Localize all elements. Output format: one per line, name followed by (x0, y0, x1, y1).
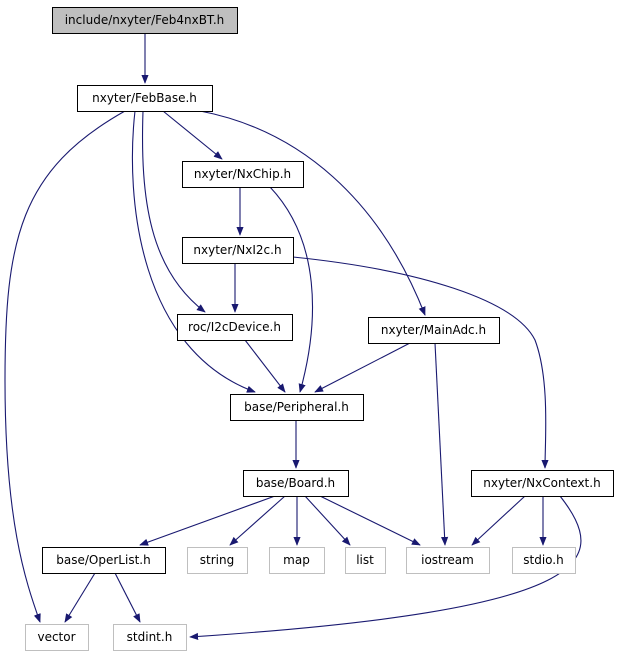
node-box (345, 547, 386, 574)
node-box (187, 547, 248, 574)
graph-node-n1[interactable]: nxyter/FebBase.h (77, 85, 213, 112)
nodes-layer: include/nxyter/Feb4nxBT.h nxyter/FebBase.… (25, 7, 614, 651)
edge-n1-n6 (131, 110, 256, 393)
node-label: base/Peripheral.h (244, 400, 349, 414)
edge-n1-n4 (141, 110, 206, 313)
node-box (243, 470, 349, 497)
node-box (177, 314, 293, 341)
node-label: nxyter/FebBase.h (92, 91, 197, 105)
graph-node-n0[interactable]: include/nxyter/Feb4nxBT.h (52, 7, 238, 34)
node-box (25, 624, 89, 651)
edge-n3-n8 (292, 256, 549, 469)
node-box (406, 547, 490, 574)
graph-node-n8[interactable]: nxyter/NxContext.h (471, 470, 614, 497)
node-label: stdint.h (127, 630, 173, 644)
graph-node-n12: list (345, 547, 386, 574)
edges-layer (4, 34, 582, 641)
edge-n8-n13 (471, 495, 526, 546)
graph-node-n3[interactable]: nxyter/NxI2c.h (182, 237, 294, 264)
graph-node-n9[interactable]: base/OperList.h (42, 547, 166, 574)
node-label: stdio.h (523, 553, 563, 567)
edge-n9-n15 (64, 572, 96, 623)
node-box (42, 547, 166, 574)
edge-n5-n6 (314, 342, 411, 393)
graph-node-n16: stdint.h (113, 624, 187, 651)
edge-n5-n13 (434, 342, 449, 546)
edge-n2-n6 (269, 186, 314, 393)
node-box (113, 624, 187, 651)
edge-n7-n10 (229, 495, 286, 546)
edge-n1-n5 (199, 110, 426, 316)
edge-n1-n2 (162, 110, 223, 160)
edge-n8-n16 (189, 495, 582, 641)
graph-node-n11: map (269, 547, 325, 574)
graph-node-n2[interactable]: nxyter/NxChip.h (182, 161, 304, 188)
node-box (269, 547, 325, 574)
graph-node-n7[interactable]: base/Board.h (243, 470, 349, 497)
graph-node-n4[interactable]: roc/I2cDevice.h (177, 314, 293, 341)
node-box (182, 237, 294, 264)
graph-node-n5[interactable]: nxyter/MainAdc.h (368, 317, 500, 344)
node-label: base/Board.h (256, 476, 335, 490)
graph-node-n10: string (187, 547, 248, 574)
node-label: nxyter/MainAdc.h (381, 323, 486, 337)
node-label: roc/I2cDevice.h (188, 320, 281, 334)
edge-n9-n16 (114, 572, 141, 623)
node-label: nxyter/NxI2c.h (193, 243, 281, 257)
graph-node-n14: stdio.h (512, 547, 576, 574)
node-box (368, 317, 500, 344)
node-label: list (356, 553, 374, 567)
node-label: vector (37, 630, 75, 644)
node-label: iostream (421, 553, 474, 567)
edge-n4-n6 (244, 339, 286, 393)
edge-n7-n9 (139, 495, 276, 546)
node-label: include/nxyter/Feb4nxBT.h (65, 13, 225, 27)
node-label: nxyter/NxChip.h (194, 167, 291, 181)
edge-n7-n13 (319, 495, 421, 546)
node-box (471, 470, 614, 497)
node-label: base/OperList.h (56, 553, 150, 567)
graph-node-n13: iostream (406, 547, 490, 574)
edge-n7-n12 (304, 495, 351, 546)
node-label: nxyter/NxContext.h (483, 476, 600, 490)
edge-n1-n15 (4, 110, 126, 623)
node-box (52, 7, 238, 34)
node-label: string (200, 553, 234, 567)
node-label: map (283, 553, 310, 567)
node-box (77, 85, 213, 112)
graph-node-n6[interactable]: base/Peripheral.h (230, 394, 364, 421)
graph-node-n15: vector (25, 624, 89, 651)
node-box (512, 547, 576, 574)
node-box (182, 161, 304, 188)
node-box (230, 394, 364, 421)
